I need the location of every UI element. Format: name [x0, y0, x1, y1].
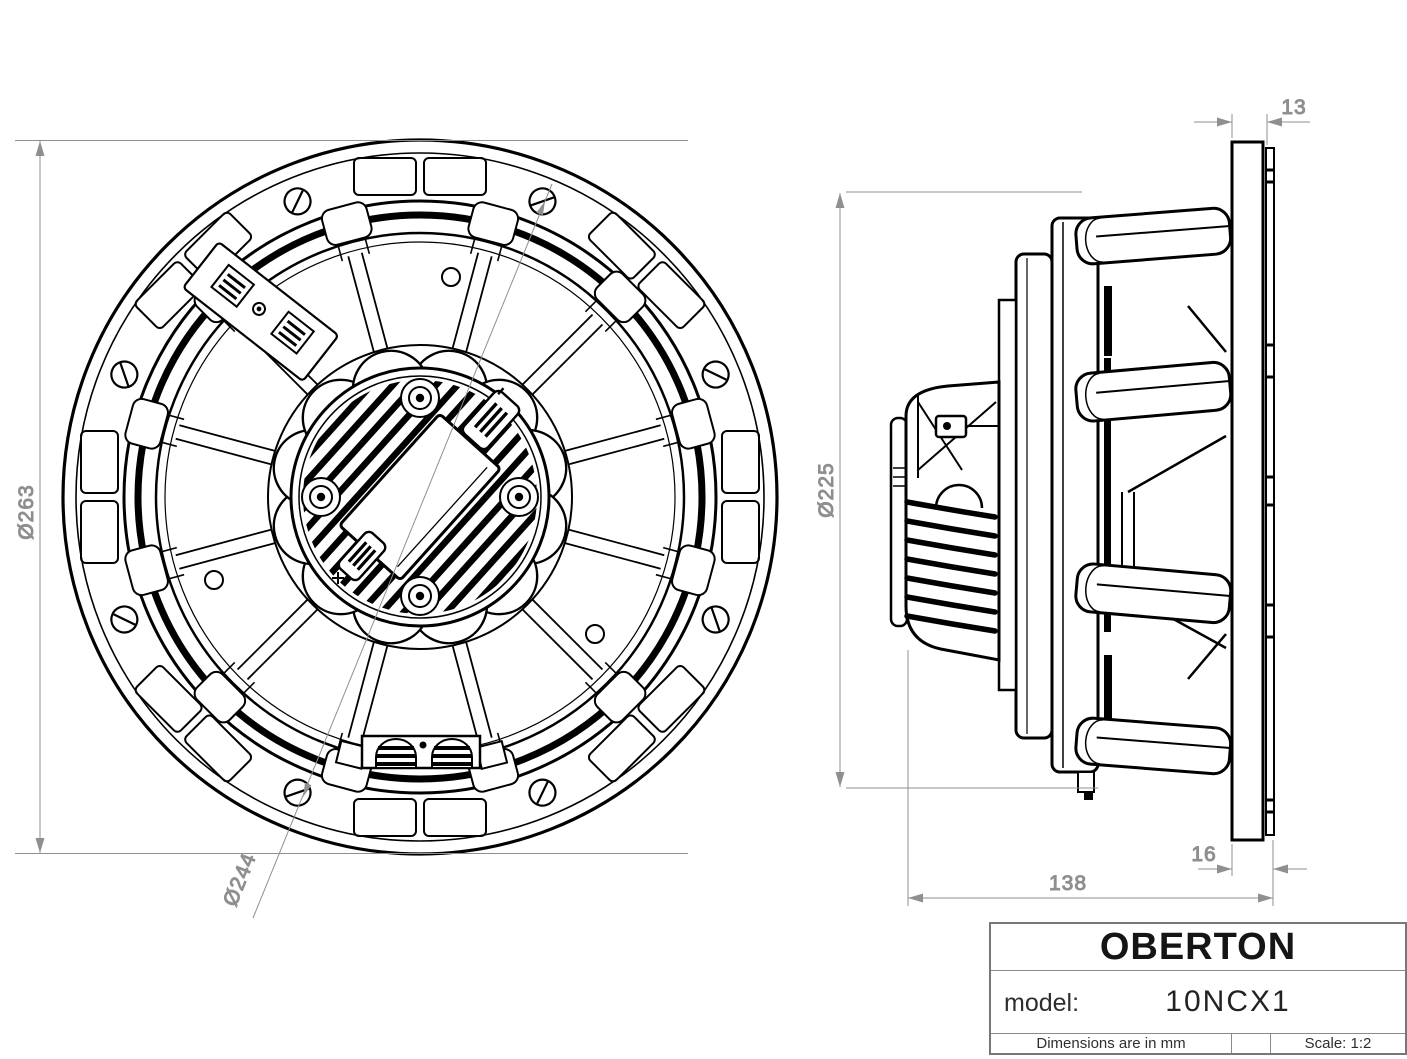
- plus-terminal-mark: [337, 530, 387, 582]
- dim-label-front-outer-diameter: Ø263: [15, 484, 38, 539]
- driver-terminal: [934, 414, 999, 439]
- dim-label-bolt-circle: Ø244: [219, 850, 261, 910]
- back-plate: [997, 298, 1018, 692]
- mounting-flange: [1230, 140, 1265, 842]
- empty-cell: [1231, 1034, 1271, 1053]
- dim-label-basket-diameter: Ø225: [815, 462, 838, 517]
- units-note: Dimensions are in mm: [1036, 1035, 1186, 1052]
- scale-note: Scale: 1:2: [1304, 1035, 1372, 1052]
- minus-terminal-mark: [461, 387, 521, 451]
- brand-name: OBERTON: [1099, 925, 1297, 968]
- speaker-front-view: [61, 138, 779, 856]
- basket-arm-2: [1074, 360, 1233, 423]
- title-block: OBERTON model: 10NCX1 Dimensions are in …: [989, 922, 1407, 1055]
- magnet-ring: [1014, 252, 1054, 740]
- model-value: 10NCX1: [1165, 985, 1291, 1018]
- title-block-model-row: model: 10NCX1: [991, 971, 1405, 1034]
- cone-section-lines: [1097, 252, 1227, 732]
- driver-heatsink-fins: [904, 499, 998, 634]
- basket-arm-1: [1074, 206, 1233, 266]
- dim-label-rear-offset: 16: [1191, 843, 1216, 866]
- terminal-block: [183, 242, 338, 381]
- rear-gasket: [1265, 147, 1275, 836]
- model-label: model:: [1004, 989, 1080, 1017]
- dim-label-flange-thickness: 13: [1281, 96, 1306, 119]
- plus-sign: [332, 572, 344, 584]
- magnet-screws: [301, 378, 539, 616]
- dim-label-depth: 138: [1049, 872, 1087, 895]
- basket-arm-3: [1074, 562, 1233, 625]
- front-plate: [1050, 216, 1100, 774]
- title-block-footer-row: Dimensions are in mm Scale: 1:2: [991, 1034, 1405, 1053]
- speaker-side-view: [889, 140, 1275, 842]
- back-cap-ticks: [893, 467, 906, 487]
- title-block-brand-row: OBERTON: [991, 924, 1405, 971]
- bottom-connector: [334, 734, 509, 771]
- basket-arm-4: [1074, 716, 1233, 776]
